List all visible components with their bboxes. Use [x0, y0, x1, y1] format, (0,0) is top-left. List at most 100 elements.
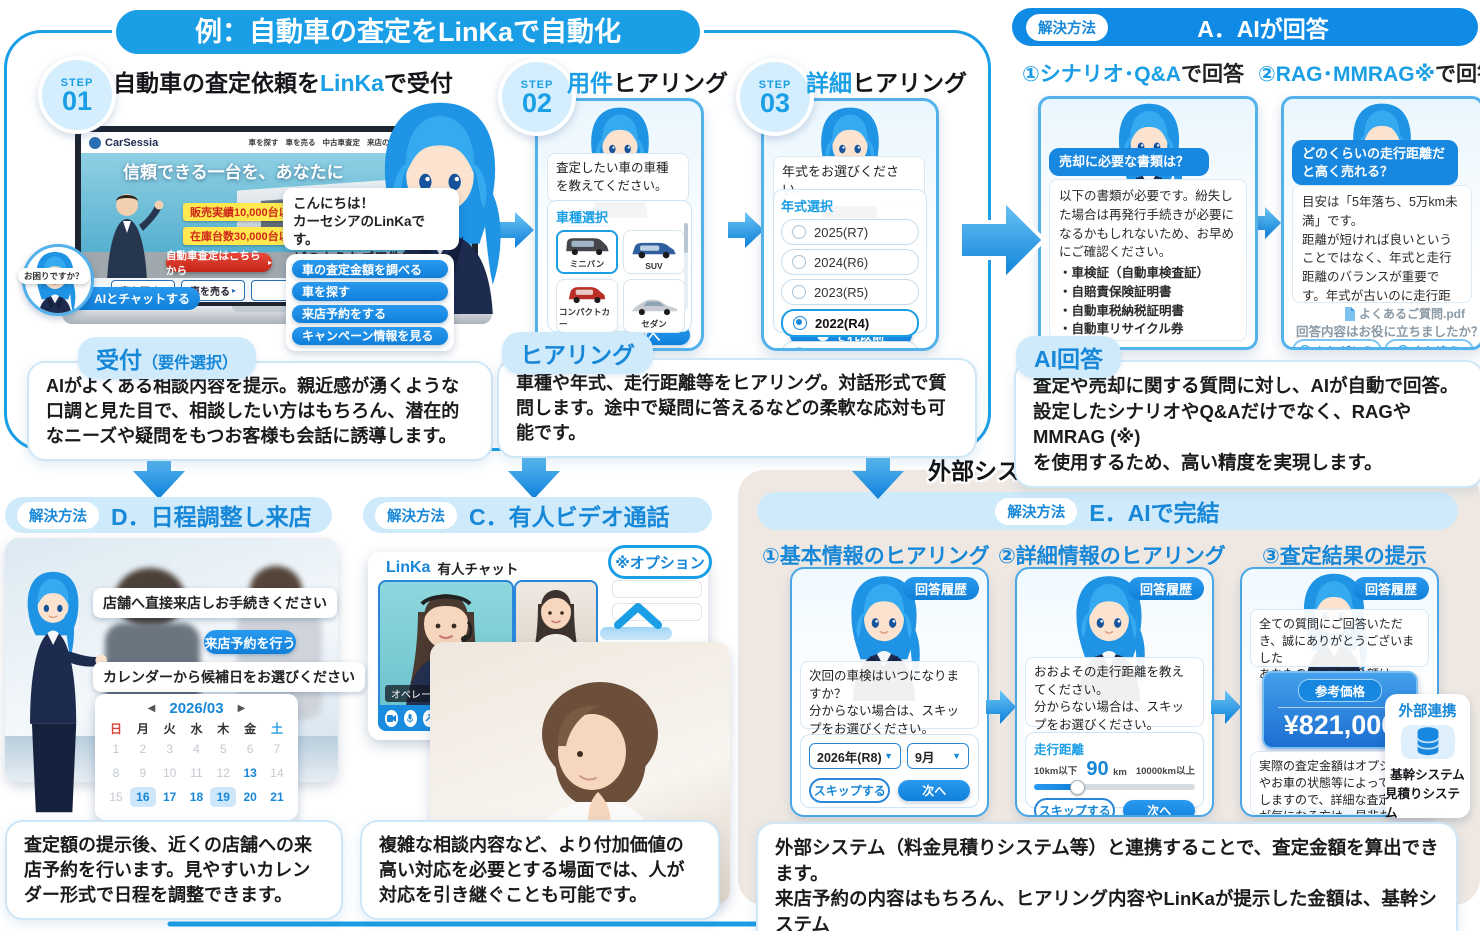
calendar-date[interactable]: 8: [112, 766, 120, 780]
feedback-thanks-button[interactable]: ありがとう: [1292, 339, 1382, 347]
calendar-date[interactable]: 9: [139, 766, 147, 780]
next-button[interactable]: 次へ: [898, 780, 970, 801]
chat-option-campaign[interactable]: キャンペーン情報を見る: [292, 326, 448, 345]
section-d-title: D．日程調整し来店: [111, 504, 312, 530]
step3-badge: STEP 03: [736, 58, 814, 136]
calendar-date[interactable]: 1: [112, 742, 120, 756]
calendar-date[interactable]: 11: [190, 766, 203, 780]
radio-icon: [792, 225, 806, 239]
month-select[interactable]: 9月▼: [907, 743, 969, 769]
car-option-minivan[interactable]: ミニバン: [556, 230, 618, 274]
calendar-day-row: 日月火水木金土: [103, 720, 290, 737]
calendar-date[interactable]: 16: [129, 787, 156, 807]
calendar-date[interactable]: 7: [273, 742, 281, 756]
year-option[interactable]: 2024(R6): [781, 249, 919, 275]
ai-chat-fab[interactable]: AIとチャットする: [58, 287, 200, 310]
hearing-desc: 車種や年式、走行距離等をヒアリング。対話形式で質問します。途中で疑問に答えるなど…: [497, 358, 977, 459]
chat-quick-reply[interactable]: [600, 627, 672, 640]
skip-button[interactable]: スキップする: [809, 778, 891, 803]
calendar-day-label: 日: [109, 722, 122, 736]
camera-button[interactable]: [385, 709, 398, 727]
appraisal-cta-button[interactable]: 自動車査定はこちらから▸: [166, 249, 272, 277]
year-option[interactable]: 2023(R5): [781, 279, 919, 305]
external-link-card: 外部連携 基幹システム 見積りシステム: [1385, 694, 1470, 820]
history-button[interactable]: 回答履歴: [1127, 577, 1204, 600]
flow-arrow-right: [1211, 690, 1241, 724]
phone-step2: 査定したい車の車種を教えてください。 車種選択 ミニバン SUV コンパクトカー: [535, 98, 704, 351]
calendar-prev-icon[interactable]: ◀: [147, 703, 156, 714]
flow-arrow-right: [498, 212, 534, 248]
car-type-heading: 車種選択: [556, 210, 609, 225]
scrollbar-thumb[interactable]: [684, 223, 688, 253]
sales-banner: 販売実績10,000台以上!: [183, 203, 312, 221]
car-type-card: 車種選択 ミニバン SUV コンパクトカー セダン: [547, 200, 692, 333]
e-card-detail-info: 回答履歴 おおよその走行距離を教えてください。 分からない場合は、スキップをお選…: [1015, 567, 1214, 817]
scrollbar-track[interactable]: [684, 223, 688, 309]
calendar-date[interactable]: 10: [162, 766, 177, 780]
minivan-image: [566, 238, 609, 256]
flow-arrow-down: [508, 449, 560, 499]
chat-option-visit[interactable]: 来店予約をする: [292, 304, 448, 323]
radio-icon: [792, 255, 806, 269]
smile-icon: [1301, 345, 1310, 347]
calendar-date[interactable]: 13: [243, 766, 257, 780]
year-option[interactable]: 2025(R7): [781, 219, 919, 245]
calendar-date[interactable]: 21: [270, 790, 284, 804]
calendar-date[interactable]: 4: [193, 742, 200, 756]
calendar-date[interactable]: 18: [189, 790, 204, 804]
slider-thumb[interactable]: [1070, 780, 1085, 795]
calendar-date[interactable]: 14: [270, 766, 284, 780]
section-e-desc: 外部システム（料金見積りシステム等）と連携することで、査定金額を算出できます。 …: [756, 822, 1458, 931]
cta-arrow-icon: ▸: [267, 258, 272, 267]
calendar-next-icon[interactable]: ▶: [237, 703, 246, 714]
calendar-month: 2026/03: [169, 700, 224, 717]
step1-number: 01: [61, 85, 93, 116]
hero-copy: 信頼できる一台を、あなたに: [123, 163, 344, 182]
nav-item[interactable]: 中古車査定: [322, 138, 361, 147]
method-badge: 解決方法: [1026, 13, 1108, 41]
mileage-slider[interactable]: [1034, 780, 1195, 795]
car-option-compact[interactable]: コンパクトカー: [556, 279, 618, 333]
next-button[interactable]: 次へ: [1123, 800, 1195, 815]
calendar-date[interactable]: 15: [109, 790, 123, 804]
year-option-selected[interactable]: 2022(R4): [781, 309, 919, 337]
history-button[interactable]: 回答履歴: [1352, 577, 1429, 600]
chevron-down-icon: ▼: [952, 751, 961, 761]
calendar-date[interactable]: 19: [210, 787, 237, 807]
pdf-link[interactable]: よくあるご質問.pdf: [1344, 305, 1465, 322]
nav-item[interactable]: 車を売る: [285, 138, 316, 147]
calendar-date[interactable]: 6: [246, 742, 254, 756]
panel-rag: どのくらいの走行距離だと高く売れる？ 目安は「5年落ち、5万km未満」です。 距…: [1281, 96, 1480, 350]
calendar-date[interactable]: 20: [243, 790, 257, 804]
calendar-date[interactable]: 12: [216, 766, 230, 780]
app-mode-label: 有人チャット: [437, 562, 519, 577]
e2-message: おおよその走行距離を教えてください。 分からない場合は、スキップをお選びください…: [1025, 657, 1204, 732]
section-d-header: 解決方法 D．日程調整し来店: [5, 497, 332, 533]
ai-answer-1: 以下の書類が必要です。紛失した場合は再発行手続きが必要になるかもしれないため、お…: [1049, 179, 1247, 341]
calendar-date[interactable]: 5: [219, 742, 227, 756]
nav-item[interactable]: 車を探す: [248, 138, 279, 147]
chat-option-find[interactable]: 車を探す: [292, 282, 448, 301]
step1-title: 自動車の査定依頼をLinKaで受付: [113, 70, 453, 96]
radio-icon: [792, 285, 806, 299]
phone2-question: 査定したい車の車種を教えてください。: [547, 153, 689, 202]
calendar-date[interactable]: 2: [139, 742, 147, 756]
chat-option-appraisal[interactable]: 車の査定金額を調べる: [292, 260, 448, 279]
car-option-suv[interactable]: SUV: [623, 230, 685, 274]
history-button[interactable]: 回答履歴: [902, 577, 979, 600]
calendar-date[interactable]: 3: [166, 742, 173, 756]
calendar-date[interactable]: 17: [162, 790, 177, 804]
price-value: ¥821,000: [1283, 710, 1397, 740]
step2-number: 02: [521, 87, 553, 118]
reserve-visit-button[interactable]: 来店予約を行う: [204, 630, 296, 654]
step2-title: 用件ヒアリング: [567, 70, 728, 96]
mic-button[interactable]: [403, 709, 417, 727]
camera-icon: [386, 714, 396, 722]
car-option-sedan[interactable]: セダン: [623, 279, 685, 333]
site-logo[interactable]: CarSessia: [105, 136, 159, 149]
skip-button[interactable]: スキップする: [1034, 798, 1116, 815]
flow-arrow-to-a: [958, 195, 1047, 285]
feedback-wrong-button[interactable]: 少し違う: [1384, 339, 1474, 347]
year-select[interactable]: 2026年(R8)▼: [809, 743, 901, 769]
